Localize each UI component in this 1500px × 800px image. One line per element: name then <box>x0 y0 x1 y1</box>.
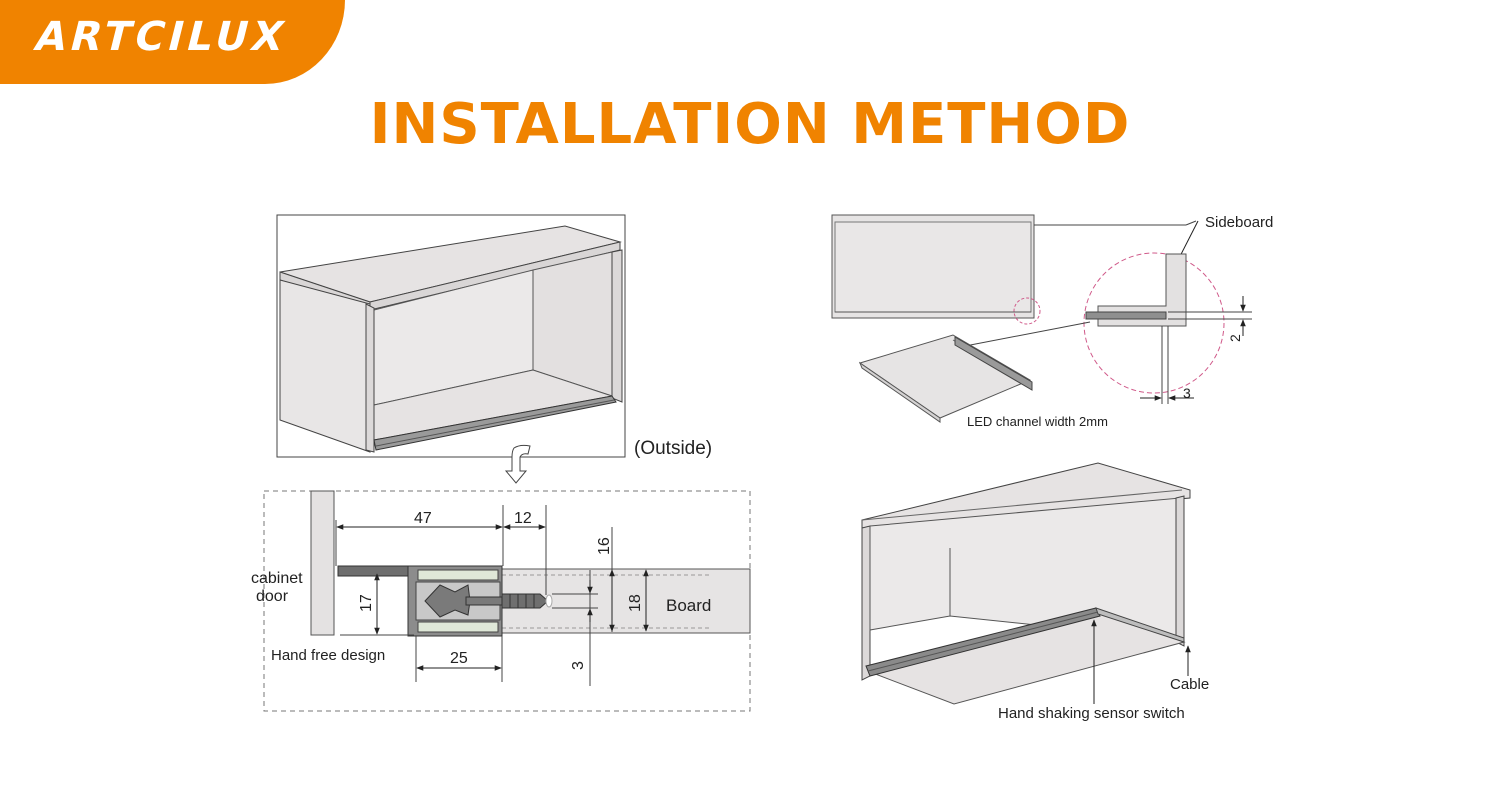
label-sideboard: Sideboard <box>1205 214 1273 231</box>
profile-cross-section: 47 12 16 18 3 17 25 cabinet door Hand fr… <box>251 490 751 712</box>
label-door: door <box>256 588 289 605</box>
dim-25: 25 <box>450 650 468 667</box>
cabinet-perspective <box>276 214 626 458</box>
dim-s2: 2 <box>1227 334 1243 342</box>
dim-47: 47 <box>414 510 432 527</box>
sensor-perspective: Cable Hand shaking sensor switch <box>861 462 1209 722</box>
dim-12: 12 <box>514 510 532 527</box>
page-title: INSTALLATION METHOD <box>369 92 1131 157</box>
brand-tab: ARTCILUX <box>0 0 345 84</box>
dim-18: 18 <box>627 594 644 612</box>
dim-s3: 3 <box>1183 385 1191 401</box>
label-outside: (Outside) <box>634 438 712 459</box>
dim-16: 16 <box>596 537 613 555</box>
dim-3: 3 <box>570 661 587 670</box>
label-sensor: Hand shaking sensor switch <box>998 705 1185 722</box>
label-cable: Cable <box>1170 676 1209 693</box>
label-cabinet: cabinet <box>251 570 303 587</box>
down-arrow-icon <box>504 444 531 484</box>
label-led-channel: LED channel width 2mm <box>967 414 1108 429</box>
dim-17: 17 <box>358 594 375 612</box>
label-hand-free: Hand free design <box>271 647 385 664</box>
sideboard-detail: Sideboard 3 2 LED channel width 2mm <box>831 214 1273 429</box>
label-board: Board <box>666 596 711 615</box>
